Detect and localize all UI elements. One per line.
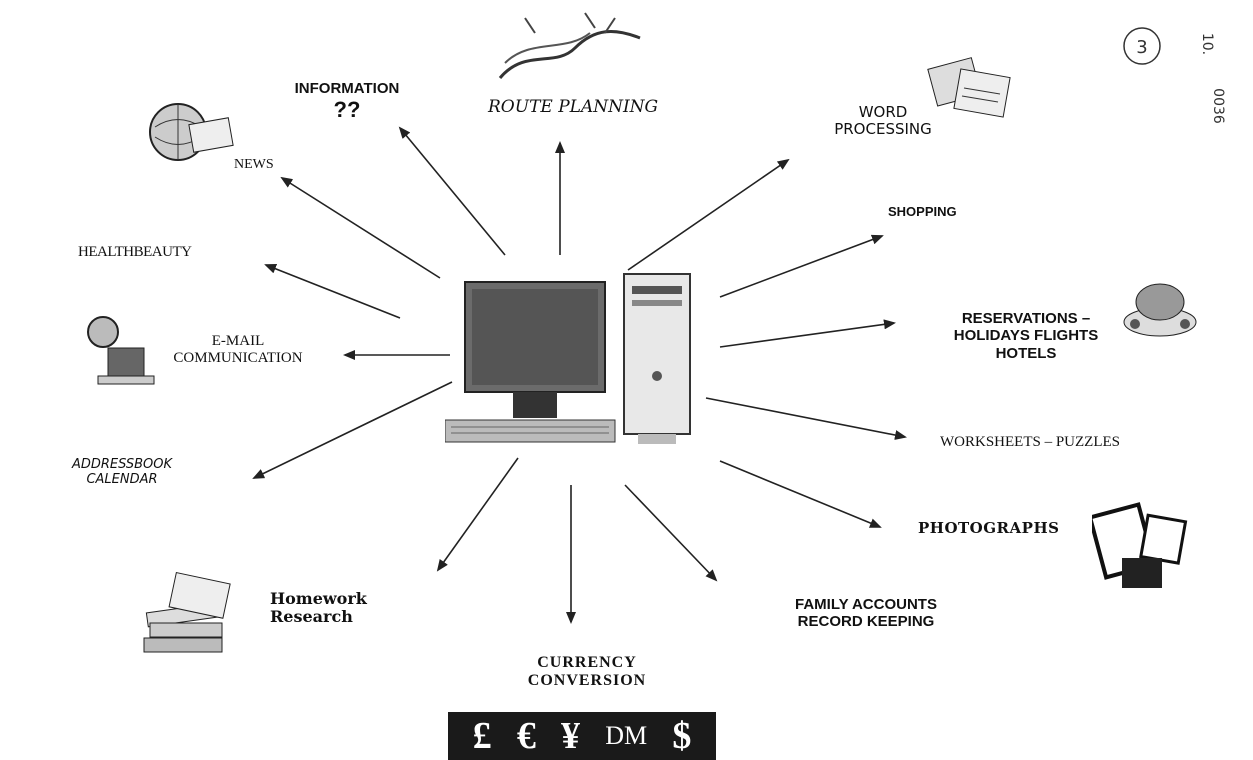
arrow-word-processing — [627, 158, 790, 271]
food-platter-icon — [1123, 283, 1197, 337]
yen-symbol: ¥ — [561, 715, 581, 757]
arrow-family-accounts — [624, 484, 718, 582]
label-email-communication: E-MAIL COMMUNICATION — [158, 333, 318, 368]
label-information: INFORMATION ?? — [276, 80, 418, 123]
documents-icon — [927, 57, 1011, 118]
arrow-health-beauty — [264, 264, 401, 319]
information-question-marks: ?? — [333, 97, 361, 123]
homework-line1: Homework — [270, 589, 367, 608]
circled-number-text: 3 — [1136, 37, 1147, 58]
information-text: INFORMATION — [294, 80, 400, 97]
label-shopping: SHOPPING — [888, 204, 957, 219]
word-processing-line2: PROCESSING — [834, 120, 932, 139]
books-icon — [143, 571, 231, 653]
label-addressbook-calendar: ADDRESSBOOK CALENDAR — [52, 457, 192, 488]
arrow-homework — [436, 457, 519, 572]
label-family-accounts: FAMILY ACCOUNTS RECORD KEEPING — [764, 596, 968, 631]
word-processing-line1: WORD — [858, 103, 908, 121]
addressbook-line2: CALENDAR — [86, 471, 158, 487]
dollar-symbol: $ — [672, 715, 692, 757]
email-line2: COMMUNICATION — [173, 350, 303, 367]
family-line1: FAMILY ACCOUNTS — [795, 596, 937, 613]
pound-symbol: £ — [472, 715, 492, 757]
arrow-shopping — [719, 234, 884, 298]
reservations-line2: HOLIDAYS FLIGHTS — [953, 327, 1099, 345]
label-reservations: RESERVATIONS – HOLIDAYS FLIGHTS HOTELS — [940, 310, 1112, 362]
email-line1: E-MAIL — [211, 333, 265, 349]
deutschmark-symbol: DM — [605, 721, 648, 750]
euro-symbol: € — [516, 715, 536, 757]
homework-line2: Research — [270, 607, 353, 627]
currency-symbols-bar: £ € ¥ DM $ — [448, 712, 716, 760]
reservations-line1: RESERVATIONS – — [961, 310, 1091, 327]
arrow-news — [280, 176, 441, 279]
side-code-1: 10. — [1199, 32, 1216, 56]
label-health-beauty: HEALTHBEAUTY — [78, 244, 192, 260]
label-currency-conversion: CURRENCY CONVERSION — [494, 654, 680, 691]
currency-line1: CURRENCY — [537, 654, 637, 671]
family-line2: RECORD KEEPING — [797, 613, 935, 631]
label-homework-research: Homework Research — [270, 589, 367, 627]
arrow-reservations — [719, 319, 896, 348]
currency-line2: CONVERSION — [527, 672, 647, 690]
arrow-photographs — [719, 460, 882, 528]
reservations-line3: HOTELS — [995, 344, 1057, 362]
side-code-2: 0036 — [1209, 88, 1226, 124]
circled-number-mark: 3 — [1123, 27, 1161, 65]
label-word-processing: WORD PROCESSING — [828, 103, 938, 139]
computer-monitor-icon — [445, 281, 616, 443]
globe-computer-icon — [87, 316, 155, 385]
globe-news-icon — [149, 103, 234, 161]
addressbook-line1: ADDRESSBOOK — [71, 457, 173, 472]
arrow-addressbook — [252, 381, 453, 479]
label-route-planning: ROUTE PLANNING — [488, 97, 659, 117]
label-news: NEWS — [234, 157, 274, 172]
label-photographs: PHOTOGRAPHS — [918, 519, 1060, 537]
arrow-information — [398, 126, 506, 256]
road-map-icon — [498, 12, 641, 79]
label-worksheets-puzzles: WORKSHEETS – PUZZLES — [940, 434, 1120, 450]
computer-tower-icon — [623, 273, 691, 444]
picture-frames-icon — [1092, 502, 1188, 588]
arrow-worksheets — [705, 397, 907, 440]
